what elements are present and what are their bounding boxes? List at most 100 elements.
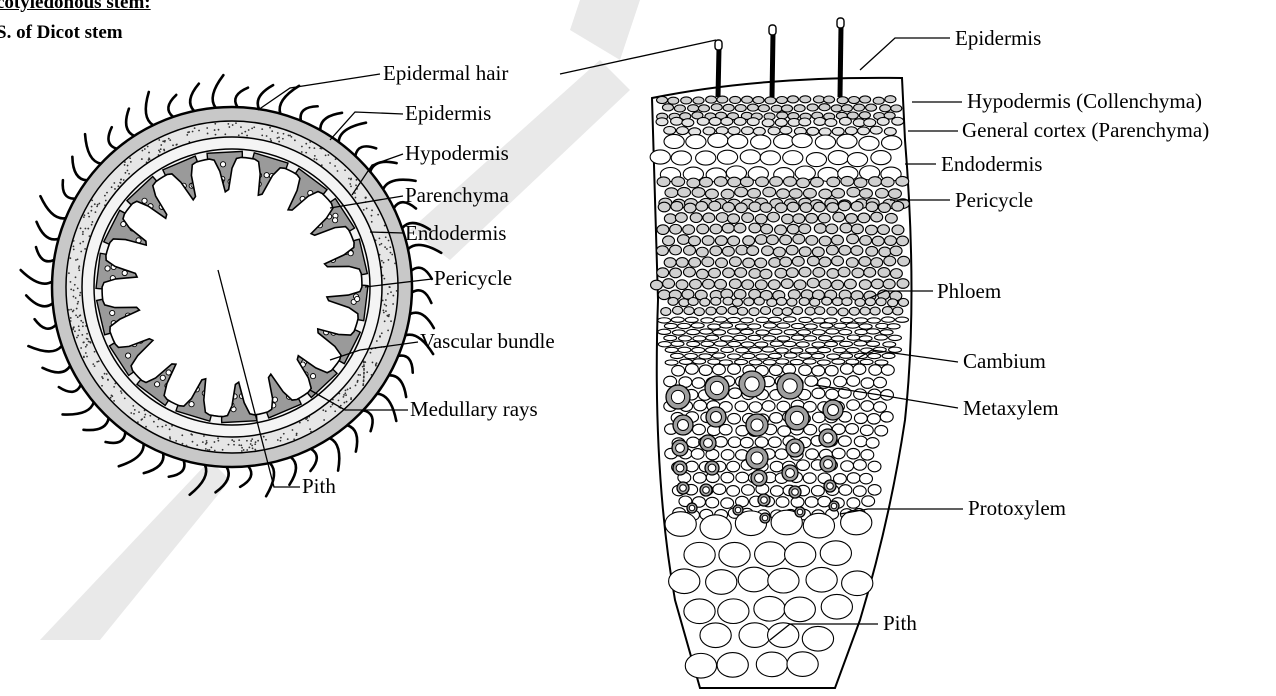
stipple-dot [82, 241, 84, 243]
cambium-cell [784, 353, 797, 358]
stipple-dot [280, 440, 282, 442]
pericycle-cell [663, 236, 675, 246]
epidermis-cell [781, 105, 792, 112]
epidermal-hair-stalk [840, 26, 841, 97]
stipple-dot [86, 333, 88, 335]
epidermis-cell [880, 105, 891, 112]
pith-cell [706, 570, 737, 595]
pericycle-cell [755, 280, 767, 290]
pericycle-cell [656, 246, 668, 256]
pericycle-cell [684, 245, 696, 255]
endodermis-cell [763, 187, 776, 197]
pericycle-cell [892, 201, 904, 211]
stipple-dot [165, 424, 167, 426]
pith-cell [685, 653, 716, 678]
stipple-dot [388, 259, 390, 261]
cambium-cell [762, 347, 775, 352]
endodermis-cell [789, 189, 802, 199]
stipple-dot [97, 204, 99, 206]
cambium-cell [671, 353, 684, 358]
stipple-dot [186, 134, 188, 136]
stipple-dot [322, 409, 324, 411]
epidermis-cell [657, 97, 668, 104]
stipple-dot [363, 209, 365, 211]
epidermis-cell [854, 104, 865, 111]
stipple-dot [235, 122, 237, 124]
stipple-dot [345, 394, 347, 396]
cambium-cell [799, 353, 812, 358]
pericycle-cell [826, 245, 838, 255]
pericycle-cell [786, 268, 798, 278]
stipple-dot [246, 440, 248, 442]
stipple-dot [169, 139, 171, 141]
xylem-parenchyma-cell [693, 424, 706, 435]
hypodermis-cell [825, 119, 837, 127]
stipple-dot [198, 130, 200, 132]
pericycle-cell [715, 279, 727, 289]
xylem-parenchyma-cell [806, 449, 819, 460]
xylem-parenchyma-cell [880, 412, 893, 423]
cambium-cell [889, 335, 902, 340]
cambium-cell [840, 317, 853, 322]
epidermal-hair [389, 375, 406, 397]
epidermal-hair [43, 366, 71, 373]
xylem-parenchyma-cell [826, 389, 839, 400]
cambium-cell [796, 342, 809, 347]
pericycle-cell [769, 258, 781, 268]
cambium-cell [812, 353, 825, 358]
vessel-lumen [703, 487, 710, 494]
label-parenchyma: Parenchyma [405, 183, 509, 207]
stipple-dot [95, 211, 97, 213]
phloem-cell [767, 299, 777, 307]
phloem-cell [898, 298, 908, 306]
epidermis-cell [765, 97, 776, 104]
stipple-dot [371, 209, 373, 211]
cambium-cell [784, 330, 797, 335]
stipple-dot [330, 406, 332, 408]
pericycle-cell [715, 236, 727, 246]
hypodermis-cell [780, 126, 792, 134]
stipple-dot [98, 203, 100, 205]
pericycle-cell [755, 235, 767, 245]
cambium-cell [812, 342, 825, 347]
stipple-dot [381, 243, 383, 245]
pericycle-cell [890, 269, 902, 279]
xylem-parenchyma-cell [853, 486, 866, 497]
cambium-cell [748, 335, 761, 340]
cambium-cell [812, 318, 825, 323]
stipple-dot [86, 356, 88, 358]
xylem-parenchyma-cell [854, 413, 867, 424]
stipple-dot [77, 316, 79, 318]
cambium-cell [671, 341, 684, 346]
xylem-parenchyma-cell [728, 364, 741, 375]
stipple-dot [96, 205, 98, 207]
hypodermis-cell [814, 117, 826, 125]
stipple-dot [70, 281, 72, 283]
hypodermis-cell [839, 117, 851, 125]
epidermal-hair [410, 313, 434, 328]
endodermis-cell [841, 176, 854, 186]
stipple-dot [246, 135, 248, 137]
cambium-cell [855, 329, 868, 334]
stipple-dot [383, 262, 385, 264]
endodermis-cell [700, 177, 713, 187]
cambium-cell [798, 330, 811, 335]
epidermal-hair [21, 270, 52, 284]
epidermal-hair [35, 319, 56, 329]
stipple-dot [87, 212, 89, 214]
pericycle-cell [767, 212, 779, 222]
vessel-lumen [676, 444, 685, 453]
stipple-dot [117, 185, 119, 187]
epidermis-cell [819, 104, 830, 111]
cambium-cell [777, 336, 790, 341]
stipple-dot [309, 428, 311, 430]
phloem-cell [737, 307, 747, 315]
stipple-dot [85, 352, 87, 354]
epidermal-hair [63, 402, 94, 414]
stipple-dot [325, 410, 327, 412]
stipple-dot [209, 449, 211, 451]
stipple-dot [288, 135, 290, 137]
pericycle-cell [878, 268, 890, 278]
pericycle-cell [722, 246, 734, 256]
cambium-cell [867, 329, 880, 334]
